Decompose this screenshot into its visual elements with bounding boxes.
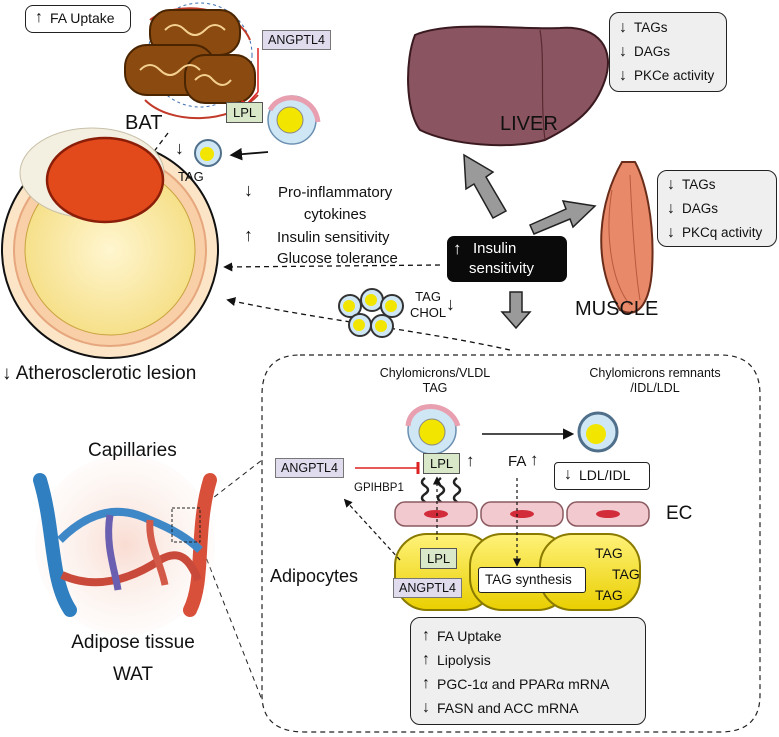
- muscle-effects-box: ↓TAGs ↓DAGs ↓PKCq activity: [657, 170, 777, 247]
- down-arrow-icon: ↓: [667, 200, 675, 217]
- muscle-icon: [600, 161, 654, 314]
- outcome-lipolysis: ↑Lipolysis: [419, 648, 609, 672]
- up-arrow-icon: ↑: [530, 450, 539, 469]
- bat-lipoprotein-icon: [267, 95, 321, 145]
- vldl-lipoprotein-icon: [405, 404, 461, 455]
- chylomicrons-vldl-label: Chylomicrons/VLDL TAG: [379, 366, 491, 395]
- liver-effects-box: ↓TAGs ↓DAGs ↓PKCe activity: [609, 12, 727, 92]
- up-arrow-icon: ↑: [35, 9, 43, 26]
- up-arrow-icon: ↑: [466, 451, 475, 470]
- wat-zoom-panel: [261, 354, 761, 733]
- fa-label: FA: [508, 453, 527, 470]
- capillaries-label: Capillaries: [88, 440, 177, 461]
- muscle-item-pkc: ↓PKCq activity: [664, 221, 762, 245]
- bat-lpl-label: LPL: [226, 102, 264, 123]
- ec-label: EC: [666, 503, 693, 524]
- remnant-lipoprotein-icon: [577, 411, 619, 453]
- bat-mitochondria-icon: [124, 2, 259, 120]
- liver-item-pkc: ↓PKCe activity: [616, 64, 714, 88]
- endothelial-cells-icon: [394, 501, 650, 527]
- bat-fa-uptake-box: ↑ FA Uptake: [25, 5, 131, 33]
- liver-item-dags: ↓DAGs: [616, 40, 714, 64]
- tag-text-1: TAG: [595, 545, 623, 561]
- down-arrow-icon: ↓: [667, 224, 675, 241]
- ldl-idl-box: ↓ LDL/IDL: [554, 462, 650, 490]
- muscle-label: MUSCLE: [575, 298, 659, 320]
- muscle-item-tags: ↓TAGs: [664, 173, 762, 197]
- down-arrow-icon: ↓: [244, 180, 253, 200]
- liver-label: LIVER: [500, 113, 558, 135]
- muscle-item-dags: ↓DAGs: [664, 197, 762, 221]
- liver-icon: [407, 25, 609, 147]
- bat-tag-lipoprotein-icon: [194, 139, 222, 167]
- proinflammatory-text: Pro-inflammatory cytokines: [278, 184, 393, 223]
- wat-angptl4-label: ANGPTL4: [275, 458, 344, 478]
- plasma-lipoprotein-cluster-icon: [338, 288, 404, 338]
- atherosclerotic-lesion-label: ↓ Atherosclerotic lesion: [2, 363, 197, 384]
- wat-outcomes-box: ↑FA Uptake ↑Lipolysis ↑PGC-1α and PPARα …: [410, 617, 646, 725]
- down-arrow-icon: ↓: [564, 466, 572, 483]
- insulin-effects-text: Insulin sensitivity Glucose tolerance: [277, 229, 398, 267]
- down-arrow-icon: ↓: [667, 176, 675, 193]
- down-arrow-icon: ↓: [422, 699, 430, 716]
- down-arrow-icon: ↓: [2, 363, 12, 384]
- insulin-sensitivity-box: ↑ Insulin sensitivity: [447, 236, 567, 282]
- up-arrow-icon: ↑: [422, 627, 430, 644]
- capillary-icon: [33, 455, 217, 635]
- down-arrow-icon: ↓: [619, 67, 627, 84]
- bat-label: BAT: [125, 112, 163, 134]
- block-arrow-to-liver: [463, 153, 508, 220]
- adipocyte-angptl4-label: ANGPTL4: [393, 578, 462, 598]
- tag-text-3: TAG: [595, 587, 623, 603]
- up-arrow-icon: ↑: [422, 651, 430, 668]
- outcome-pgc1a: ↑PGC-1α and PPARα mRNA: [419, 672, 609, 696]
- tag-text-2: TAG: [612, 566, 640, 582]
- down-arrow-icon: ↓: [446, 294, 455, 314]
- artery-icon: [1, 127, 219, 359]
- chylomicron-remnants-label: Chylomicrons remnants /IDL/LDL: [589, 366, 721, 395]
- up-arrow-icon: ↑: [244, 225, 253, 245]
- down-arrow-icon: ↓: [175, 138, 184, 158]
- up-arrow-icon: ↑: [453, 239, 462, 258]
- liver-item-tags: ↓TAGs: [616, 16, 714, 40]
- gpihbp1-label: GPIHBP1: [354, 482, 404, 494]
- adipose-tissue-label: Adipose tissue WAT: [71, 632, 195, 685]
- tag-synthesis-box: TAG synthesis: [478, 567, 586, 593]
- plasma-lipids-text: TAG CHOL: [410, 289, 447, 320]
- adipocytes-label: Adipocytes: [270, 566, 359, 586]
- wat-lpl-label: LPL: [423, 453, 461, 474]
- block-arrow-to-muscle: [529, 200, 597, 235]
- block-arrow-down: [500, 291, 532, 330]
- down-arrow-icon: ↓: [619, 43, 627, 60]
- bat-fa-uptake-text: FA Uptake: [50, 10, 115, 26]
- bat-angptl4-label: ANGPTL4: [262, 30, 331, 50]
- outcome-fa-uptake: ↑FA Uptake: [419, 624, 609, 648]
- bat-tag-text: TAG: [178, 169, 204, 184]
- down-arrow-icon: ↓: [619, 19, 627, 36]
- adipocyte-lpl-label: LPL: [420, 548, 458, 569]
- up-arrow-icon: ↑: [422, 675, 430, 692]
- outcome-fasn: ↓FASN and ACC mRNA: [419, 696, 609, 720]
